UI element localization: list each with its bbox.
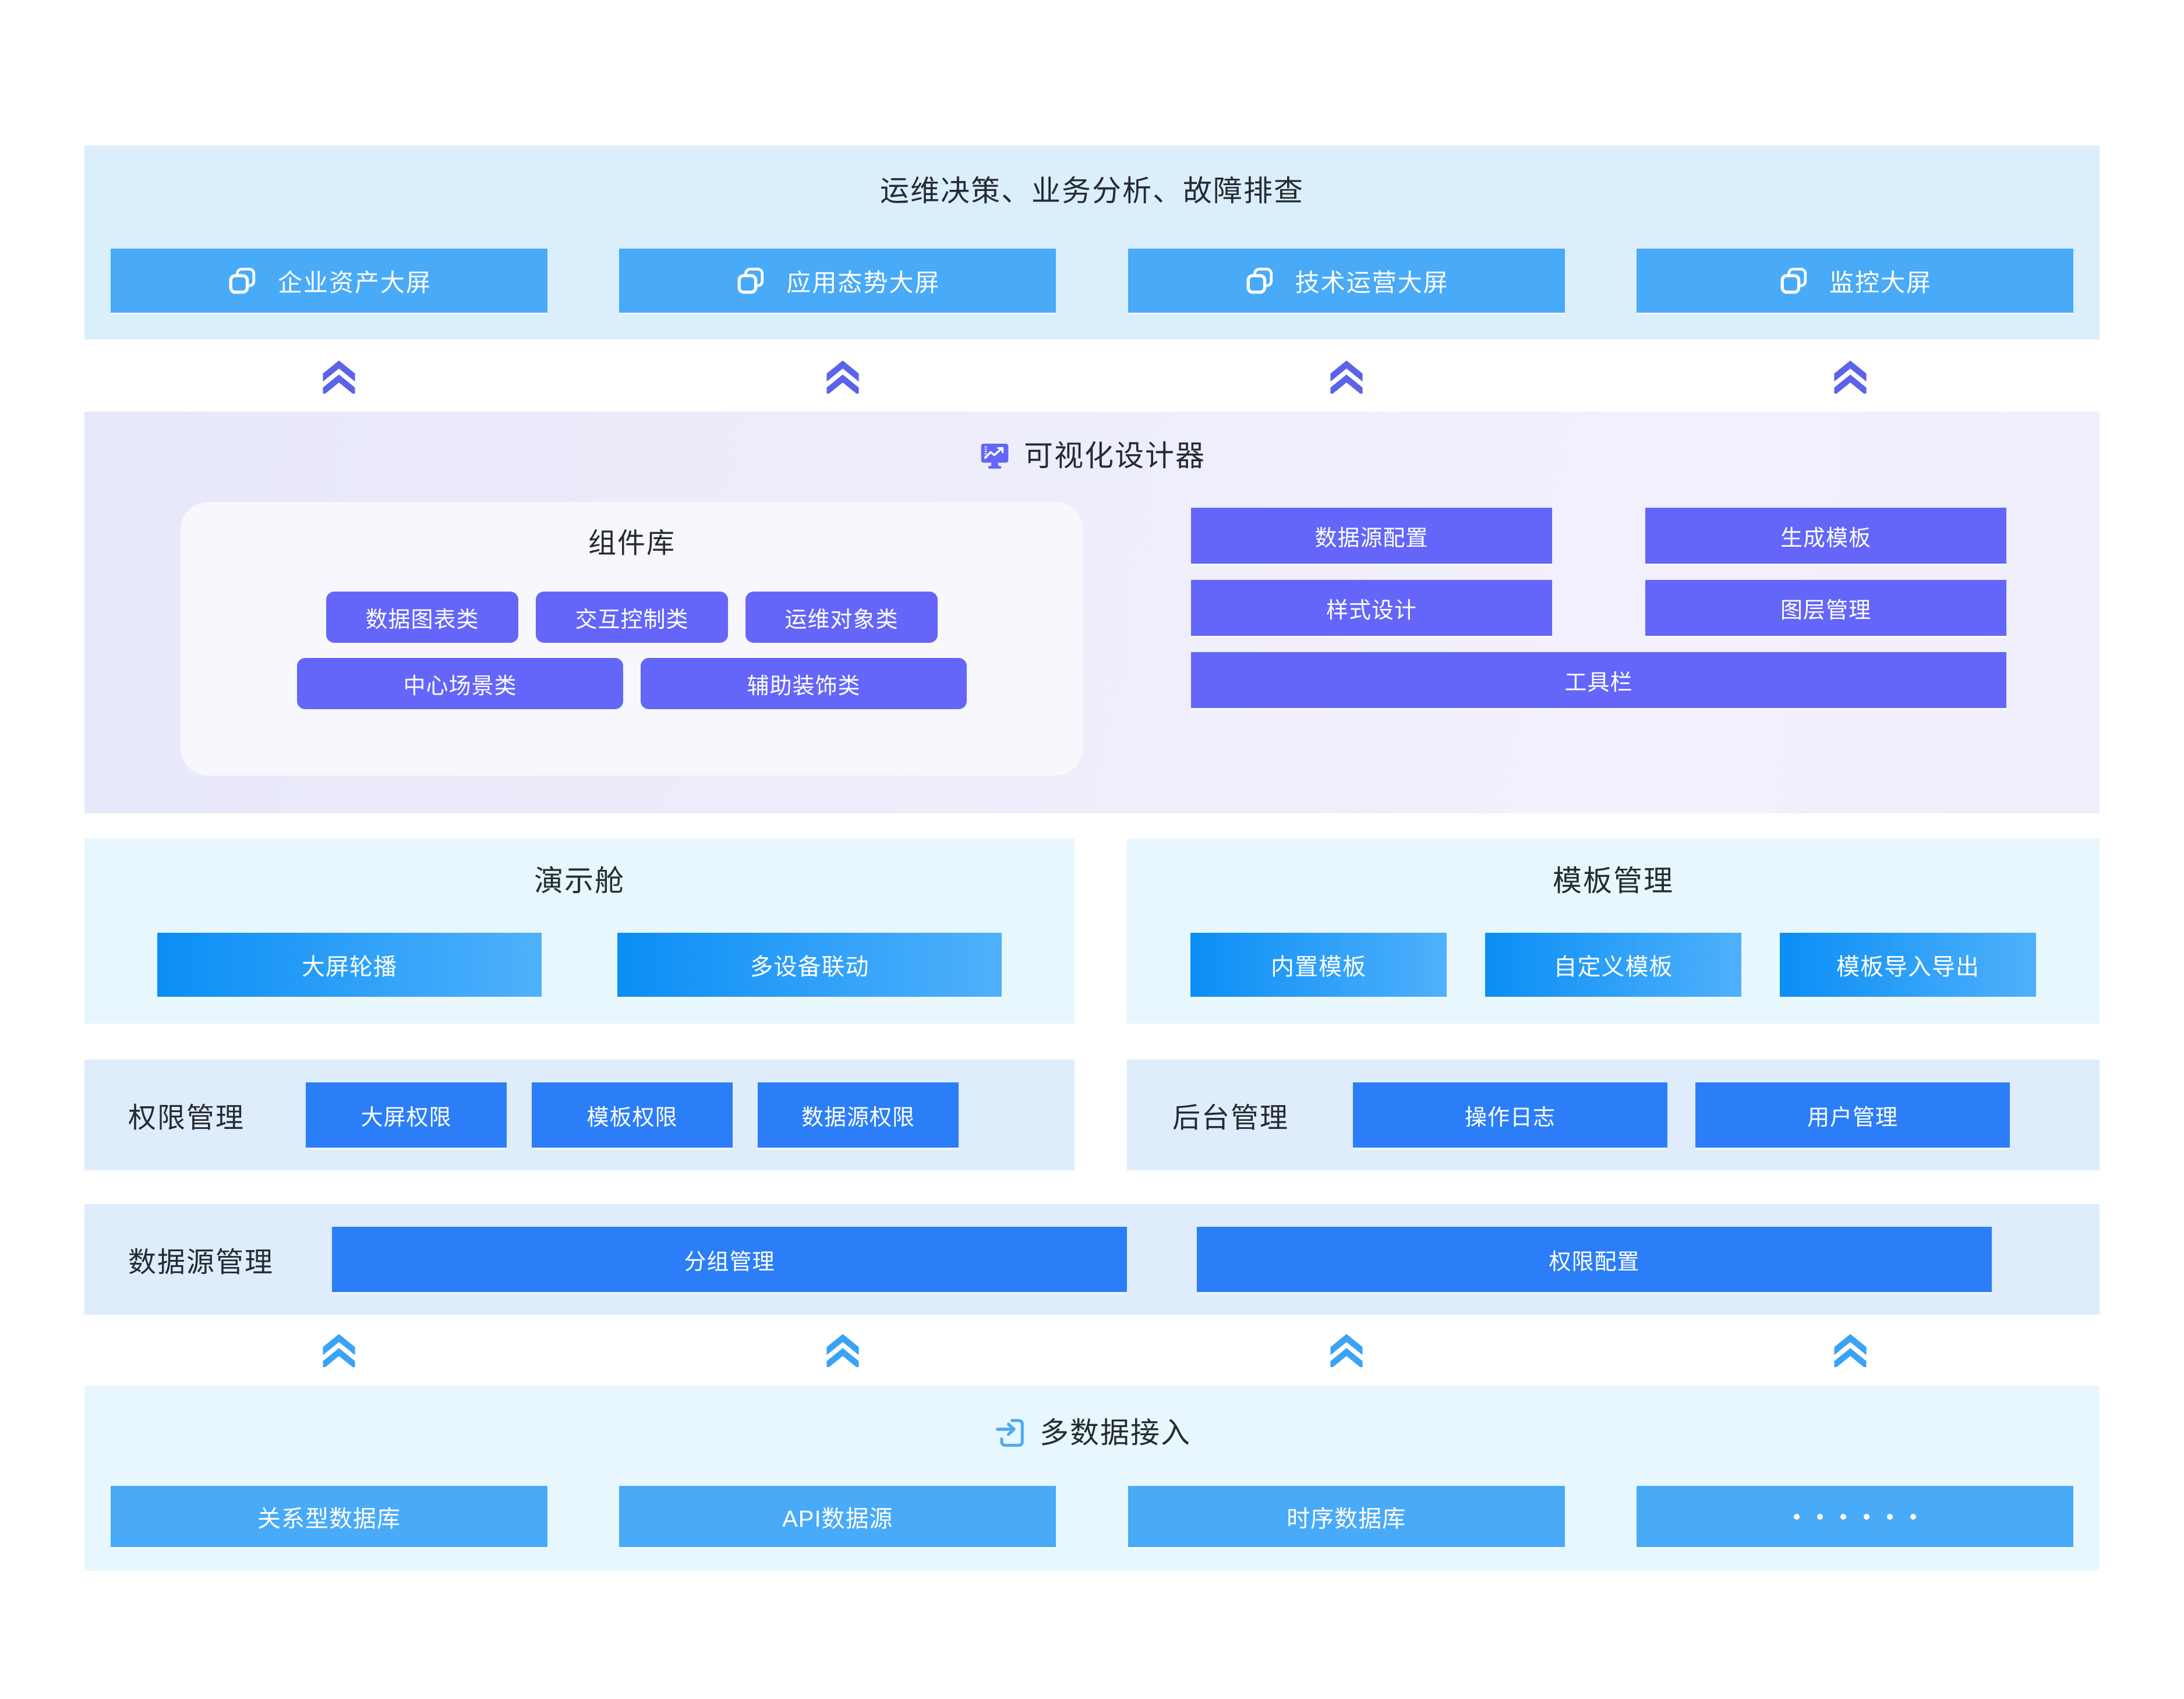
permission-title: 权限管理 — [128, 1103, 245, 1134]
connector-cell — [1596, 1323, 2100, 1375]
permission-button-row: 大屏权限 模板权限 数据源权限 — [306, 1082, 959, 1148]
permission-row: 权限管理 大屏权限 模板权限 数据源权限 — [84, 1060, 1075, 1170]
datasource-button-group-management[interactable]: 分组管理 — [332, 1227, 1128, 1292]
backend-band: 后台管理 操作日志 用户管理 — [1127, 1060, 2100, 1170]
scenarios-title: 运维决策、业务分析、故障排查 — [880, 175, 1304, 207]
designer-body: 组件库 数据图表类 交互控制类 运维对象类 中心场景类 辅助装饰类 数据源配置 … — [84, 502, 2100, 805]
datasource-management-band: 数据源管理 分组管理 权限配置 — [84, 1204, 2100, 1315]
tool-button-generate-template[interactable]: 生成模板 — [1645, 508, 2006, 564]
data-access-button-row: 关系型数据库 API数据源 时序数据库 — [111, 1486, 2073, 1547]
connector-cell — [1092, 349, 1596, 402]
layers-icon — [1778, 265, 1810, 296]
access-button-api-source[interactable]: API数据源 — [619, 1486, 1056, 1547]
component-chip-interaction-control[interactable]: 交互控制类 — [536, 592, 728, 643]
designer-tools-row-3: 工具栏 — [1191, 652, 2006, 708]
layers-icon — [1244, 265, 1275, 296]
component-library-title: 组件库 — [588, 528, 676, 559]
double-chevron-up-icon — [822, 358, 863, 394]
connector-cell — [1092, 1323, 1596, 1375]
component-chip-decoration[interactable]: 辅助装饰类 — [641, 658, 967, 709]
demo-button-multi-device[interactable]: 多设备联动 — [617, 933, 1002, 997]
component-chip-center-scene[interactable]: 中心场景类 — [297, 658, 623, 709]
template-button-import-export[interactable]: 模板导入导出 — [1780, 933, 2036, 997]
designer-tools-row-1: 数据源配置 生成模板 — [1191, 508, 2006, 564]
designer-title: 可视化设计器 — [1024, 440, 1206, 472]
data-access-header: 多数据接入 — [84, 1416, 2100, 1450]
designer-header: 可视化设计器 — [84, 440, 2100, 472]
template-button-custom[interactable]: 自定义模板 — [1485, 933, 1741, 997]
datasource-button-permission-config[interactable]: 权限配置 — [1197, 1227, 1992, 1292]
tool-button-toolbar[interactable]: 工具栏 — [1191, 652, 2006, 708]
connector-cell — [1596, 349, 2100, 402]
connector-cell — [84, 1323, 588, 1375]
component-library-row-2: 中心场景类 辅助装饰类 — [181, 658, 1083, 709]
double-chevron-up-icon — [1326, 1331, 1367, 1367]
double-chevron-up-icon — [319, 1331, 359, 1367]
scenarios-band: 运维决策、业务分析、故障排查 企业资产大屏 应用 — [84, 146, 2100, 339]
connector-row-bottom — [84, 1323, 2100, 1375]
scenario-button-label: 监控大屏 — [1829, 268, 1932, 296]
scenario-button-monitoring[interactable]: 监控大屏 — [1636, 249, 2073, 313]
monitor-chart-icon — [978, 440, 1011, 472]
scenario-button-label: 企业资产大屏 — [277, 268, 432, 296]
double-chevron-up-icon — [1326, 358, 1367, 394]
scenario-button-label: 技术运营大屏 — [1295, 268, 1449, 296]
connector-row-top — [84, 349, 2100, 402]
permission-band: 权限管理 大屏权限 模板权限 数据源权限 — [84, 1060, 1075, 1170]
designer-tools-grid: 数据源配置 生成模板 样式设计 图层管理 工具栏 — [1191, 508, 2006, 724]
component-library-row-1: 数据图表类 交互控制类 运维对象类 — [181, 592, 1083, 643]
scenario-button-tech-ops[interactable]: 技术运营大屏 — [1128, 249, 1565, 313]
access-button-more[interactable] — [1636, 1486, 2073, 1547]
permission-button-datasource[interactable]: 数据源权限 — [758, 1082, 959, 1148]
import-arrow-icon — [993, 1416, 1027, 1450]
tool-button-style-design[interactable]: 样式设计 — [1191, 580, 1552, 636]
demo-band: 演示舱 大屏轮播 多设备联动 — [84, 838, 1075, 1024]
component-chip-data-chart[interactable]: 数据图表类 — [326, 592, 518, 643]
data-access-title: 多数据接入 — [1040, 1417, 1191, 1449]
double-chevron-up-icon — [1830, 358, 1871, 394]
double-chevron-up-icon — [319, 358, 359, 394]
permission-button-screen[interactable]: 大屏权限 — [306, 1082, 507, 1148]
scenario-button-label: 应用态势大屏 — [786, 268, 941, 296]
backend-row: 后台管理 操作日志 用户管理 — [1127, 1060, 2100, 1170]
template-button-builtin[interactable]: 内置模板 — [1190, 933, 1447, 997]
datasource-management-button-row: 分组管理 权限配置 — [332, 1227, 1992, 1292]
double-chevron-up-icon — [822, 1331, 863, 1367]
template-title: 模板管理 — [1553, 865, 1674, 897]
component-library-card: 组件库 数据图表类 交互控制类 运维对象类 中心场景类 辅助装饰类 — [181, 502, 1083, 776]
connector-cell — [84, 349, 588, 402]
scenarios-button-row: 企业资产大屏 应用态势大屏 技术运营大屏 — [111, 249, 2073, 313]
connector-cell — [588, 349, 1092, 402]
backend-title: 后台管理 — [1172, 1103, 1289, 1134]
double-chevron-up-icon — [1830, 1331, 1871, 1367]
layers-icon — [735, 265, 766, 296]
designer-tools-row-2: 样式设计 图层管理 — [1191, 580, 2006, 636]
scenario-button-app-posture[interactable]: 应用态势大屏 — [619, 249, 1056, 313]
backend-button-user-management[interactable]: 用户管理 — [1695, 1082, 2010, 1148]
tool-button-datasource-config[interactable]: 数据源配置 — [1191, 508, 1552, 564]
template-band: 模板管理 内置模板 自定义模板 模板导入导出 — [1127, 838, 2100, 1024]
data-access-band: 多数据接入 关系型数据库 API数据源 时序数据库 — [84, 1386, 2100, 1571]
template-button-row: 内置模板 自定义模板 模板导入导出 — [1127, 933, 2100, 997]
scenario-button-enterprise-asset[interactable]: 企业资产大屏 — [111, 249, 547, 313]
datasource-management-row: 数据源管理 分组管理 权限配置 — [84, 1204, 2100, 1315]
permission-button-template[interactable]: 模板权限 — [532, 1082, 733, 1148]
access-button-relational-db[interactable]: 关系型数据库 — [111, 1486, 547, 1547]
access-button-timeseries-db[interactable]: 时序数据库 — [1128, 1486, 1565, 1547]
demo-button-row: 大屏轮播 多设备联动 — [84, 933, 1075, 997]
datasource-management-title: 数据源管理 — [128, 1247, 274, 1278]
demo-title: 演示舱 — [534, 865, 625, 897]
more-dots-icon — [1793, 1513, 1916, 1520]
backend-button-operation-log[interactable]: 操作日志 — [1353, 1082, 1668, 1148]
demo-button-carousel[interactable]: 大屏轮播 — [157, 933, 542, 997]
designer-band: 可视化设计器 组件库 数据图表类 交互控制类 运维对象类 中心场景类 辅助装饰类… — [84, 412, 2100, 813]
connector-cell — [588, 1323, 1092, 1375]
layers-icon — [227, 265, 258, 296]
backend-button-row: 操作日志 用户管理 — [1353, 1082, 2010, 1148]
tool-button-layer-management[interactable]: 图层管理 — [1645, 580, 2006, 636]
component-chip-ops-object[interactable]: 运维对象类 — [745, 592, 938, 643]
